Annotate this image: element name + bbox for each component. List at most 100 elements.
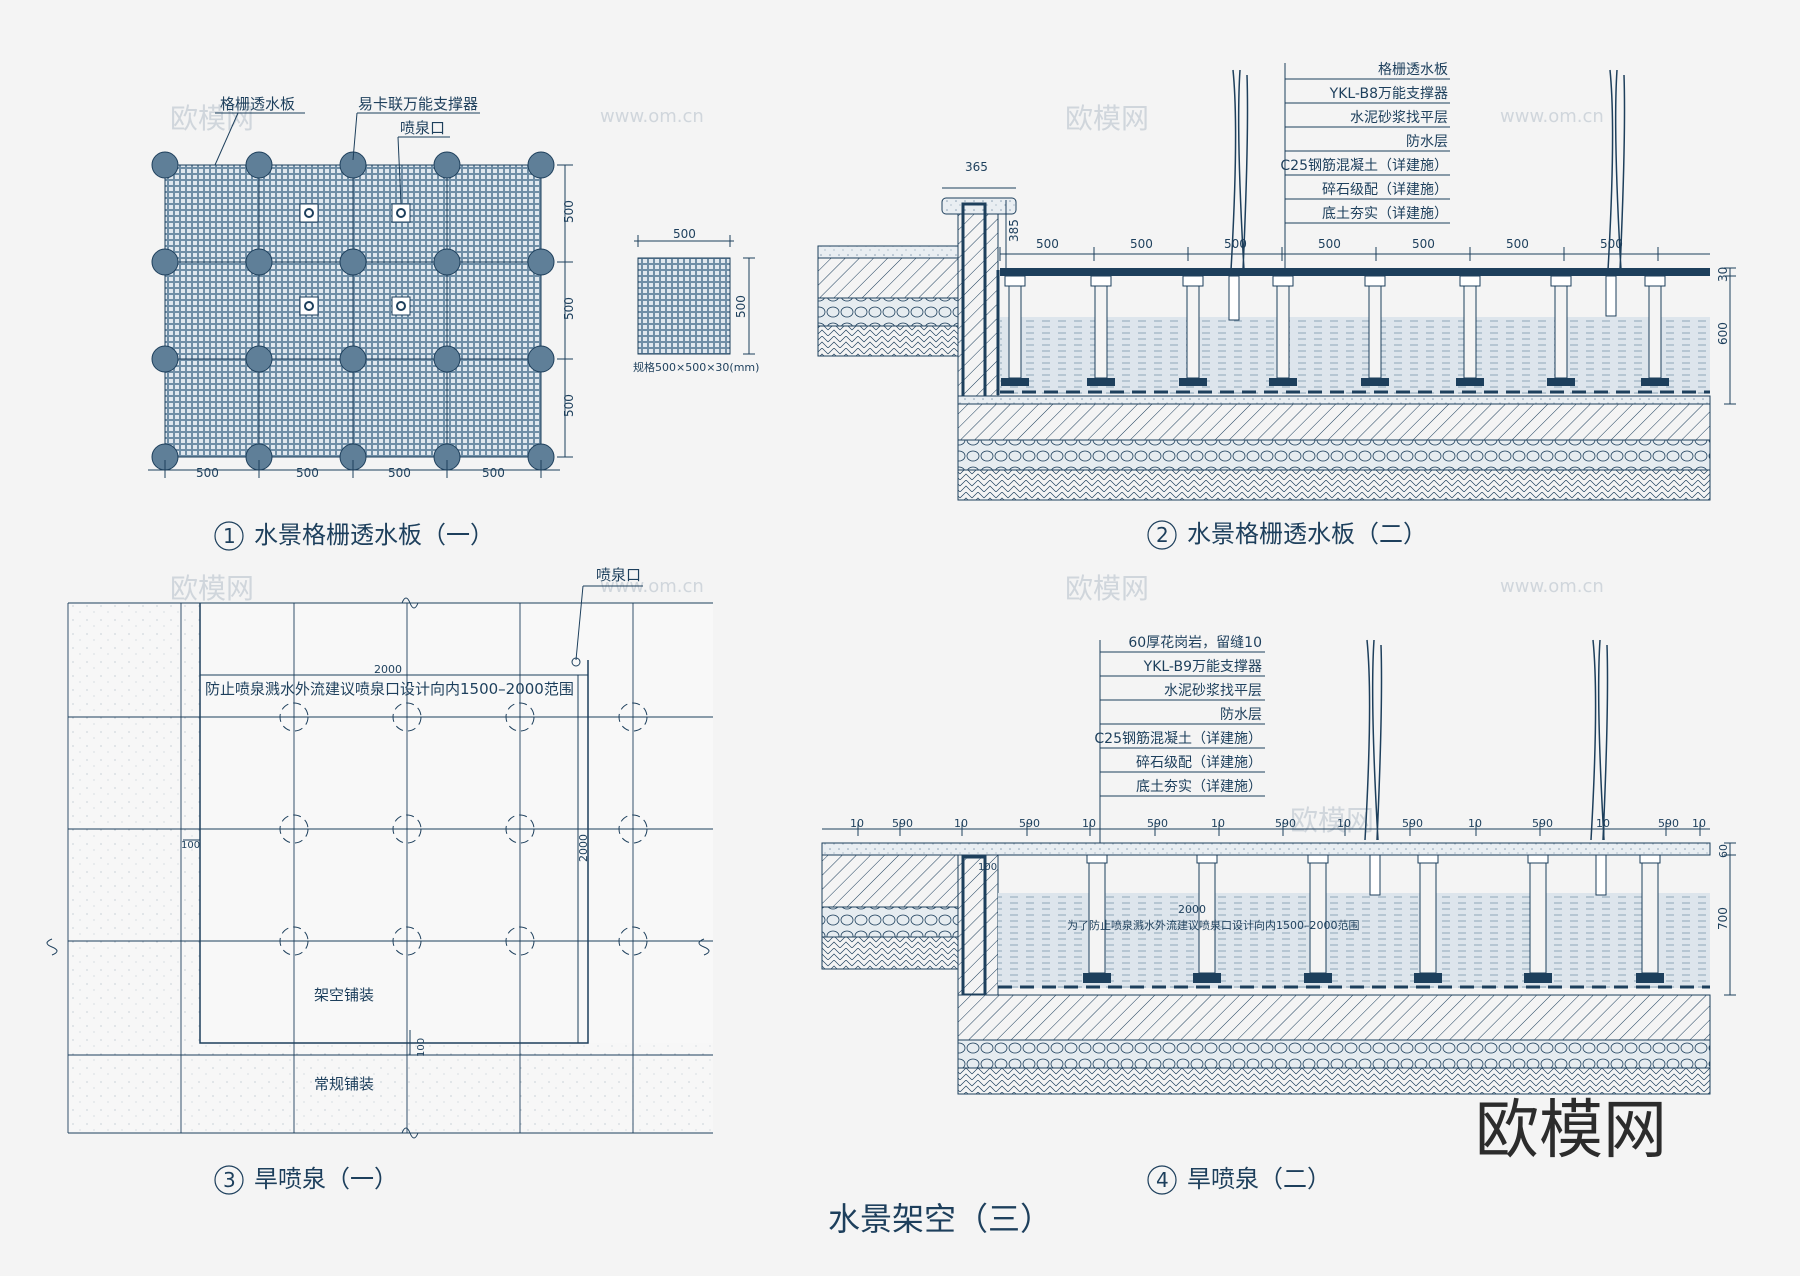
dim-label: 10 bbox=[954, 817, 968, 830]
layer-label: 底土夯实（详建施） bbox=[1136, 779, 1262, 795]
nozzle-marker-icon bbox=[505, 702, 535, 732]
nozzle-marker-icon bbox=[392, 814, 422, 844]
layer-label: 60厚花岗岩，留缝10 bbox=[1128, 635, 1262, 651]
dim-label: 500 bbox=[1412, 237, 1435, 251]
support-post bbox=[1094, 285, 1108, 379]
panel-spec: 规格500×500×30(mm) bbox=[633, 360, 759, 374]
dim-label: 500 bbox=[1318, 237, 1341, 251]
granite-top bbox=[821, 842, 1711, 856]
support-post bbox=[1463, 285, 1477, 379]
label-grate: 格栅透水板 bbox=[220, 95, 295, 113]
support-post bbox=[1276, 285, 1290, 379]
support-head bbox=[1550, 275, 1572, 287]
watermark: 欧模网 bbox=[1065, 102, 1149, 135]
note: 为了防止喷泉溅水外流建议喷泉口设计向内1500–2000范围 bbox=[1067, 918, 1360, 932]
support-base bbox=[1361, 378, 1389, 386]
support-base bbox=[1524, 973, 1552, 983]
support-node-icon bbox=[245, 248, 273, 276]
layer-label: 格栅透水板 bbox=[1378, 62, 1448, 78]
dim-label: 590 bbox=[1019, 817, 1040, 830]
figure-3-plan: 喷泉口 2000 防止喷泉溅水外流建议喷泉口设计向内1500–2000范围 20… bbox=[46, 566, 713, 1195]
dim-label: 590 bbox=[892, 817, 913, 830]
zone-regular: 常规铺装 bbox=[314, 1075, 374, 1093]
nozzle-marker-icon bbox=[618, 702, 648, 732]
support-head bbox=[1307, 854, 1329, 864]
dim-label: 10 bbox=[850, 817, 864, 830]
layer-label: 防水层 bbox=[1220, 707, 1262, 723]
support-head bbox=[1090, 275, 1112, 287]
layer-label: YKL-B9万能支撑器 bbox=[1143, 659, 1262, 675]
support-base bbox=[1641, 378, 1669, 386]
dim-100: 100 bbox=[978, 862, 997, 873]
nozzle-icon bbox=[299, 203, 319, 223]
support-node-icon bbox=[433, 248, 461, 276]
logo-watermark: 欧模网 bbox=[1475, 1094, 1667, 1168]
dim-wall: 385 bbox=[1007, 219, 1021, 242]
support-base bbox=[1547, 378, 1575, 386]
dim-label: 500 bbox=[562, 394, 576, 417]
nozzle-marker-icon bbox=[618, 814, 648, 844]
support-post bbox=[1368, 285, 1382, 379]
support-post bbox=[1529, 862, 1547, 974]
watermark: www.om.cn bbox=[600, 106, 704, 127]
layer-label: C25钢筋混凝土（详建施） bbox=[1094, 730, 1262, 747]
watermark: 欧模网 bbox=[1290, 804, 1374, 837]
dim-label: 500 bbox=[562, 200, 576, 223]
support-node-icon bbox=[433, 345, 461, 373]
figure-number: 1 bbox=[223, 524, 236, 548]
support-base bbox=[1001, 378, 1029, 386]
sheet-title: 水景架空（三） bbox=[828, 1200, 1052, 1238]
nozzle-marker-icon bbox=[279, 926, 309, 956]
support-post bbox=[1088, 862, 1106, 974]
dim-label: 590 bbox=[1402, 817, 1423, 830]
support-post bbox=[1008, 285, 1022, 379]
dim-right-top: 30 bbox=[1716, 267, 1730, 282]
wall bbox=[957, 213, 999, 405]
support-node-icon bbox=[527, 151, 555, 179]
layer-label: 防水层 bbox=[1406, 134, 1448, 150]
layer-label: 水泥砂浆找平层 bbox=[1164, 683, 1262, 699]
support-node-icon bbox=[151, 345, 179, 373]
figure-number-circle bbox=[214, 521, 244, 551]
dim-label: 10 bbox=[1082, 817, 1096, 830]
nozzle-marker-icon bbox=[505, 814, 535, 844]
nozzle-icon bbox=[391, 296, 411, 316]
nozzle-marker-icon bbox=[618, 926, 648, 956]
layer-label: C25钢筋混凝土（详建施） bbox=[1280, 157, 1448, 174]
support-head bbox=[1527, 854, 1549, 864]
dim-label: 500 bbox=[1036, 237, 1059, 251]
support-post bbox=[1419, 862, 1437, 974]
support-node-icon bbox=[339, 151, 367, 179]
nozzle-marker-icon bbox=[392, 702, 422, 732]
layer-label: 水泥砂浆找平层 bbox=[1350, 110, 1448, 126]
figure-caption: 旱喷泉（一） bbox=[254, 1165, 398, 1193]
grate-plate bbox=[1000, 268, 1710, 276]
layer-label: 碎石级配（详建施） bbox=[1136, 755, 1262, 771]
figure-caption: 水景格栅透水板（一） bbox=[254, 521, 494, 549]
nozzles bbox=[299, 203, 411, 316]
support-node-icon bbox=[339, 345, 367, 373]
label-nozzle: 喷泉口 bbox=[400, 119, 445, 137]
panel-dim-top: 500 bbox=[673, 227, 696, 241]
dim-100-bottom: 100 bbox=[416, 1038, 427, 1057]
dim-label: 500 bbox=[562, 297, 576, 320]
support-head bbox=[1196, 854, 1218, 864]
figure-caption: 旱喷泉（二） bbox=[1187, 1165, 1331, 1193]
support-head bbox=[1417, 854, 1439, 864]
support-head bbox=[1364, 275, 1386, 287]
watermark: www.om.cn bbox=[600, 576, 704, 597]
support-node-icon bbox=[433, 151, 461, 179]
dim-right-top: 60 bbox=[1717, 844, 1730, 858]
layer-label: 底土夯实（详建施） bbox=[1322, 206, 1448, 222]
watermark: 欧模网 bbox=[170, 102, 254, 135]
support-base bbox=[1193, 973, 1221, 983]
dim-right-depth: 600 bbox=[1716, 322, 1730, 345]
dim-coping: 365 bbox=[965, 160, 988, 174]
dim-label: 590 bbox=[1275, 817, 1296, 830]
support-node-icon bbox=[245, 345, 273, 373]
supports bbox=[1001, 275, 1669, 386]
support-node-icon bbox=[245, 151, 273, 179]
support-head bbox=[1086, 854, 1108, 864]
dim-label: 500 bbox=[482, 466, 505, 480]
